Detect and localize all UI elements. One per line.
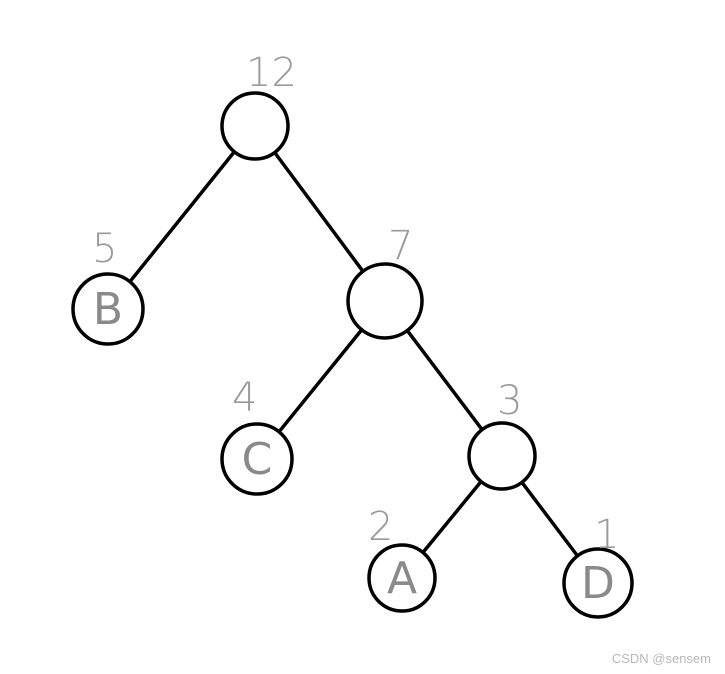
- tree-node-c: C4: [220, 375, 294, 496]
- node-circle: [346, 262, 424, 340]
- edge-root-n7: [272, 150, 365, 274]
- node-weight: 7: [388, 223, 413, 269]
- edge-root-b: [128, 149, 237, 284]
- node-weight: 2: [368, 504, 393, 550]
- node-letter: D: [581, 558, 615, 609]
- tree-node-root: 12: [220, 50, 297, 161]
- tree-node-b: B5: [71, 226, 145, 346]
- edge-n3-d: [520, 480, 580, 558]
- node-letter: B: [93, 284, 123, 335]
- tree-node-n3: 3: [467, 378, 537, 491]
- tree-node-d: D1: [562, 512, 634, 619]
- edges-layer: [128, 149, 580, 558]
- node-circle: [367, 543, 437, 613]
- node-weight: 4: [232, 375, 257, 421]
- edge-n3-a: [421, 479, 483, 555]
- node-weight: 12: [246, 50, 297, 96]
- node-letter: A: [387, 553, 417, 604]
- node-weight: 5: [92, 226, 117, 272]
- node-circle: [467, 421, 537, 491]
- node-circle: [71, 272, 145, 346]
- node-circle: [220, 422, 294, 496]
- node-circle: [562, 547, 634, 619]
- tree-node-a: A2: [367, 504, 437, 613]
- node-weight: 3: [497, 378, 522, 424]
- edge-n7-n3: [405, 328, 484, 432]
- watermark: CSDN @sensem: [611, 651, 711, 666]
- node-letter: C: [242, 434, 273, 485]
- node-circle: [220, 91, 290, 161]
- node-weight: 1: [594, 512, 619, 558]
- edge-n7-c: [277, 327, 364, 434]
- tree-node-n7: 7: [346, 223, 424, 340]
